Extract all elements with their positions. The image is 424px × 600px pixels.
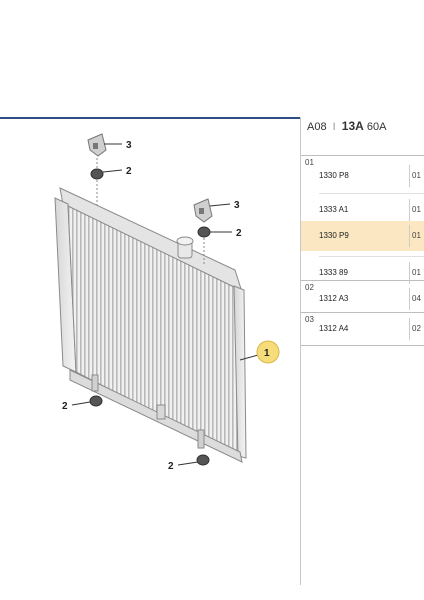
callout-2-upper: 2 bbox=[126, 166, 132, 177]
callout-2-lower-right: 2 bbox=[168, 461, 174, 472]
grommet-lower-left bbox=[89, 395, 103, 407]
reference-code: A08 I 13A 60A bbox=[307, 119, 386, 133]
part-number: 1312 A3 bbox=[319, 294, 349, 303]
part-row[interactable]: 1333 89 01 bbox=[301, 258, 424, 288]
part-row[interactable]: 1312 A4 02 bbox=[301, 314, 424, 344]
row-divider bbox=[409, 262, 410, 284]
group-02: 02 1312 A3 04 bbox=[301, 280, 424, 313]
ref-separator: I bbox=[332, 121, 336, 133]
bracket-upper-right bbox=[193, 198, 213, 265]
part-row-selected[interactable]: 1330 P9 01 bbox=[301, 221, 424, 251]
row-divider bbox=[409, 288, 410, 310]
ref-part-3: 60A bbox=[366, 121, 387, 133]
callout-2-lower-left: 2 bbox=[62, 401, 68, 412]
part-row[interactable]: 1333 A1 01 bbox=[301, 195, 424, 225]
header-rule bbox=[0, 117, 300, 119]
radiator-diagram: 3 2 3 2 1 2 2 bbox=[54, 133, 280, 472]
row-divider bbox=[409, 199, 410, 221]
radiator bbox=[54, 187, 247, 463]
grommet-lower-right bbox=[196, 454, 210, 466]
bracket-upper-left bbox=[87, 133, 107, 205]
group-id: 01 bbox=[305, 158, 314, 167]
part-row[interactable]: 1330 P8 01 bbox=[301, 161, 424, 191]
part-qty: 01 bbox=[412, 268, 421, 277]
ref-part-1: A08 bbox=[307, 121, 327, 133]
row-separator bbox=[319, 193, 424, 194]
group-01: 01 1330 P8 01 1333 A1 01 1330 P9 01 1333… bbox=[301, 155, 424, 296]
part-number: 1330 P8 bbox=[319, 171, 349, 180]
part-qty: 04 bbox=[412, 294, 421, 303]
row-divider bbox=[409, 318, 410, 340]
group-03: 03 1312 A4 02 bbox=[301, 312, 424, 346]
part-number: 1312 A4 bbox=[319, 324, 349, 333]
group-id: 02 bbox=[305, 283, 314, 292]
row-divider bbox=[409, 225, 410, 247]
ref-part-2: 13A bbox=[341, 119, 364, 133]
row-divider bbox=[409, 165, 410, 187]
part-number: 1333 A1 bbox=[319, 205, 349, 214]
row-separator bbox=[319, 256, 424, 257]
callout-1-badge bbox=[256, 340, 280, 364]
part-qty: 02 bbox=[412, 324, 421, 333]
part-number: 1333 89 bbox=[319, 268, 348, 277]
callout-3-right: 3 bbox=[234, 200, 240, 211]
part-qty: 01 bbox=[412, 205, 421, 214]
callout-3-upper: 3 bbox=[126, 140, 132, 151]
part-qty: 01 bbox=[412, 231, 421, 240]
parts-panel: A08 I 13A 60A 01 1330 P8 01 1333 A1 01 1… bbox=[301, 117, 424, 587]
part-row[interactable]: 1312 A3 04 bbox=[301, 284, 424, 314]
group-id: 03 bbox=[305, 315, 314, 324]
callout-1: 1 bbox=[264, 348, 270, 359]
leader-lines bbox=[71, 143, 259, 466]
callout-2-right: 2 bbox=[236, 228, 242, 239]
panel-divider bbox=[300, 117, 301, 585]
part-number: 1330 P9 bbox=[319, 231, 349, 240]
part-qty: 01 bbox=[412, 171, 421, 180]
